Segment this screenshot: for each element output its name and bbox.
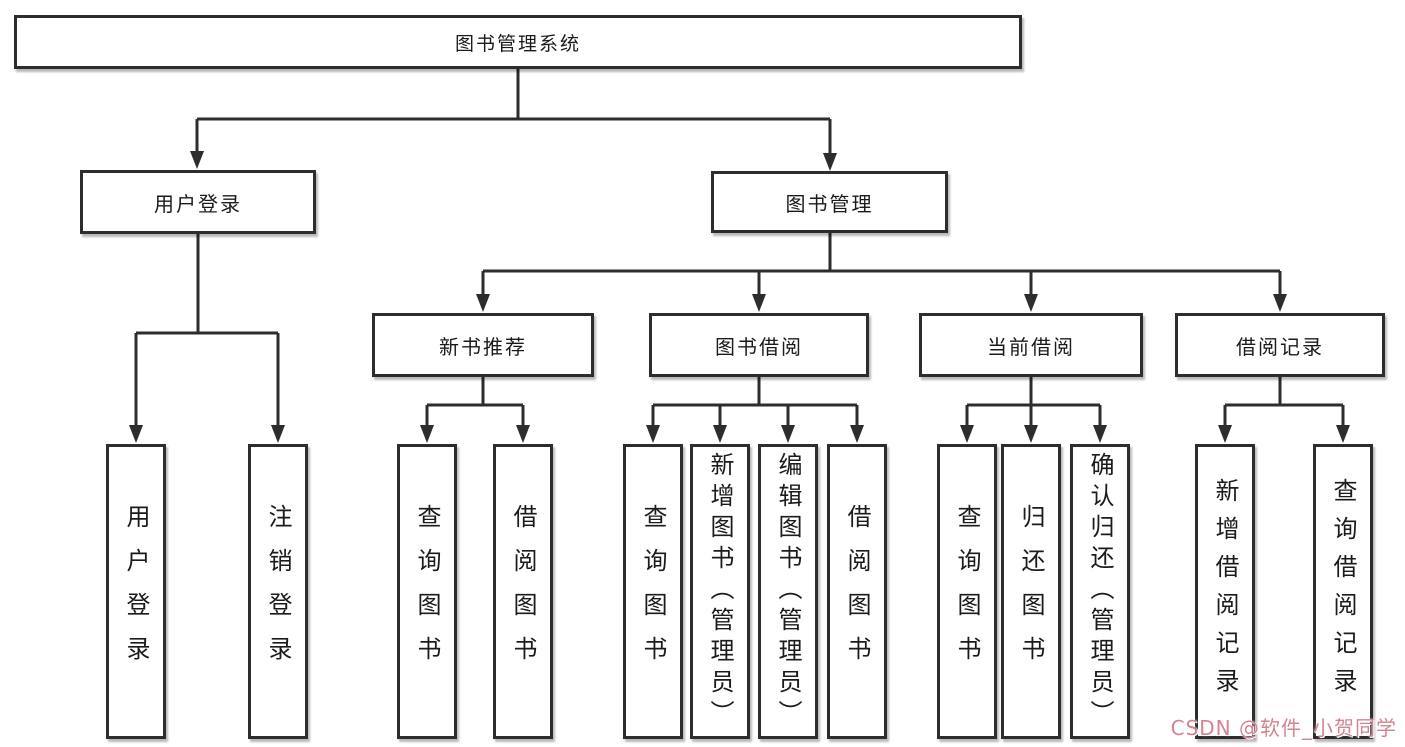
node-new-book-recommendation: 新书推荐 [372,313,594,377]
node-label: 查询借阅记录 [1329,477,1357,706]
arrowhead-down-icon [781,425,795,443]
node-label: 归还图书 [1017,503,1045,680]
connector-line [195,69,832,154]
node-label: 查询图书 [413,503,441,680]
connector-book-management [481,233,1282,296]
connector-line [425,377,525,427]
node-add-books-admin: 新增图书（管理员） [690,444,750,739]
arrowhead-down-icon [823,153,837,171]
node-label: 图书管理 [785,191,874,216]
node-library-management-system: 图书管理系统 [14,15,1022,69]
connector-line [481,233,1282,296]
arrowhead-down-icon [713,425,727,443]
node-query-books-current: 查询图书 [937,444,997,739]
node-query-borrow-record: 查询借阅记录 [1313,444,1373,739]
node-label: 注销登录 [264,503,292,680]
node-add-borrow-record: 新增借阅记录 [1195,444,1255,739]
node-label: 借阅图书 [509,503,537,680]
node-label: 查询图书 [953,503,981,680]
node-return-books: 归还图书 [1001,444,1061,739]
node-label: 图书管理系统 [454,32,581,55]
node-label: 新增图书（管理员） [706,452,734,731]
node-edit-books-admin: 编辑图书（管理员） [758,444,818,739]
connector-line [651,377,859,427]
node-label: 借阅图书 [843,503,871,680]
node-logout: 注销登录 [248,444,308,739]
connector-current-borrowing [965,377,1102,427]
arrowhead-down-icon [850,425,864,443]
node-label: 编辑图书（管理员） [774,452,802,731]
node-user-login-leaf: 用户登录 [106,444,166,739]
arrowhead-down-icon [960,425,974,443]
arrowhead-down-icon [190,151,204,169]
node-current-borrowing: 当前借阅 [919,313,1143,377]
connector-new-book-recommendation [425,377,525,427]
node-label: 用户登录 [154,191,242,216]
arrowhead-down-icon [752,294,766,312]
node-label: 图书借阅 [715,334,803,359]
arrowhead-down-icon [1024,294,1038,312]
connector-book-borrowing [651,377,859,427]
node-label: 新增借阅记录 [1211,477,1239,706]
node-borrow-books: 借阅图书 [827,444,887,739]
node-label: 借阅记录 [1236,334,1324,359]
node-label: 确认归还（管理员） [1086,452,1114,731]
connector-borrowing-records [1223,377,1345,427]
arrowhead-down-icon [129,425,143,443]
node-label: 新书推荐 [439,334,527,359]
node-user-login: 用户登录 [80,170,316,234]
node-query-books-recommend: 查询图书 [397,444,457,739]
arrowhead-down-icon [1273,294,1287,312]
node-confirm-return-admin: 确认归还（管理员） [1070,444,1130,739]
arrowhead-down-icon [646,425,660,443]
node-label: 当前借阅 [987,334,1075,359]
node-label: 用户登录 [122,503,150,680]
arrowhead-down-icon [271,425,285,443]
arrowhead-down-icon [1336,425,1350,443]
arrowhead-down-icon [420,425,434,443]
connector-line [1223,377,1345,427]
node-query-books-borrowing: 查询图书 [623,444,683,739]
arrowhead-down-icon [516,425,530,443]
arrowhead-down-icon [1093,425,1107,443]
node-book-management: 图书管理 [711,171,948,233]
arrowhead-down-icon [1218,425,1232,443]
arrowhead-down-icon [1024,425,1038,443]
connector-line [134,234,280,426]
node-label: 查询图书 [639,503,667,680]
connector-root [195,69,832,154]
node-borrow-books-recommend: 借阅图书 [493,444,553,739]
node-book-borrowing: 图书借阅 [649,313,869,377]
node-borrowing-records: 借阅记录 [1175,313,1385,377]
connector-user-login [134,234,280,426]
arrowhead-down-icon [476,294,490,312]
connector-line [965,377,1102,427]
